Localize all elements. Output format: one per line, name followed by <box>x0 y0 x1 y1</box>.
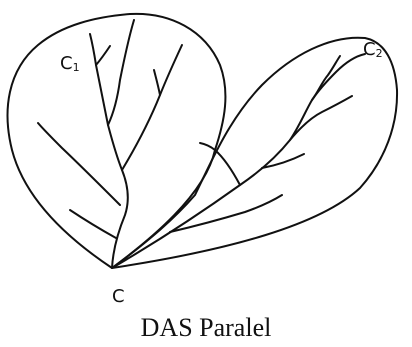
outlet-label: C <box>112 286 125 307</box>
c2-subscript: 2 <box>376 47 383 60</box>
c1-subscript: 1 <box>73 61 80 74</box>
left-tributary-lower <box>70 210 116 238</box>
c2-label: C2 <box>363 39 383 60</box>
c1-letter: C <box>60 53 73 74</box>
left-tributary-upper <box>108 20 134 125</box>
right-river-network <box>112 54 365 268</box>
left-tributary-upper-small <box>96 46 110 65</box>
right-tributary-mid-lower <box>262 154 304 168</box>
left-tributary-mid-right-small <box>154 70 160 95</box>
left-tributary-mid-right <box>122 45 182 170</box>
diagram-caption: DAS Paralel <box>141 313 272 342</box>
right-main-stream <box>112 54 365 268</box>
right-tributary-upper <box>312 56 340 100</box>
c1-label: C1 <box>60 53 80 74</box>
right-tributary-mid <box>290 96 352 140</box>
left-tributary-left <box>38 123 120 205</box>
left-basin-outline <box>8 14 226 268</box>
right-tributary-to-divide <box>200 143 240 185</box>
c2-letter: C <box>363 39 376 60</box>
